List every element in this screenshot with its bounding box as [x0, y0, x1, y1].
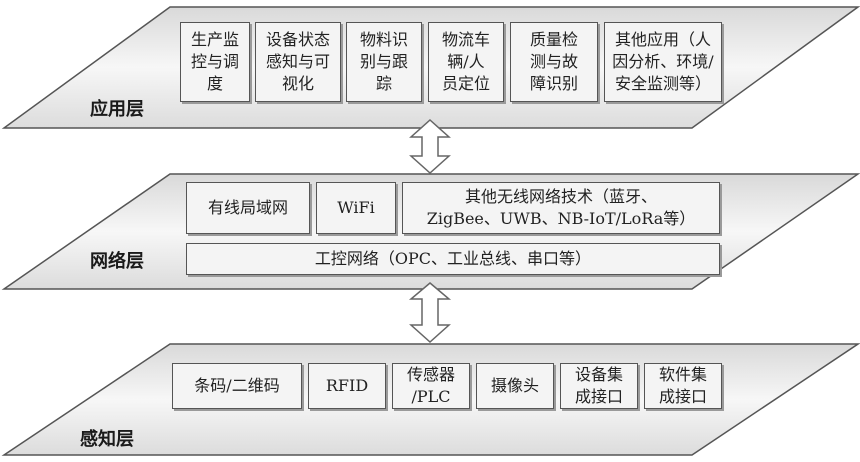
app-item-equipment-status: 设备状态 感知与可 视化 — [255, 22, 341, 102]
net-item-wired-lan: 有线局域网 — [186, 182, 310, 234]
double-arrow-icon — [409, 118, 451, 175]
perception-layer-label: 感知层 — [80, 429, 134, 450]
perc-item-software-integration: 软件集 成接口 — [644, 363, 722, 409]
double-arrow-icon — [408, 282, 452, 344]
net-item-industrial-network: 工控网络（OPC、工业总线、串口等） — [186, 243, 720, 275]
perc-item-sensor-plc: 传感器 /PLC — [392, 363, 470, 409]
net-item-wifi: WiFi — [316, 182, 396, 234]
network-layer-label: 网络层 — [90, 251, 144, 272]
app-item-production-monitoring: 生产监 控与调 度 — [180, 22, 250, 102]
perc-item-rfid: RFID — [308, 363, 386, 409]
net-item-other-wireless: 其他无线网络技术（蓝牙、 ZigBee、UWB、NB-IoT/LoRa等） — [402, 182, 720, 234]
application-layer-label: 应用层 — [90, 99, 144, 120]
app-item-other-applications: 其他应用（人 因分析、环境/ 安全监测等） — [604, 22, 722, 102]
app-item-material-tracking: 物料识 别与跟 踪 — [346, 22, 422, 102]
app-item-quality-inspection: 质量检 测与故 障识别 — [510, 22, 598, 102]
perc-item-barcode: 条码/二维码 — [172, 363, 302, 409]
perc-item-camera: 摄像头 — [476, 363, 554, 409]
app-item-vehicle-personnel-location: 物流车 辆/人 员定位 — [428, 22, 504, 102]
perc-item-device-integration: 设备集 成接口 — [560, 363, 638, 409]
